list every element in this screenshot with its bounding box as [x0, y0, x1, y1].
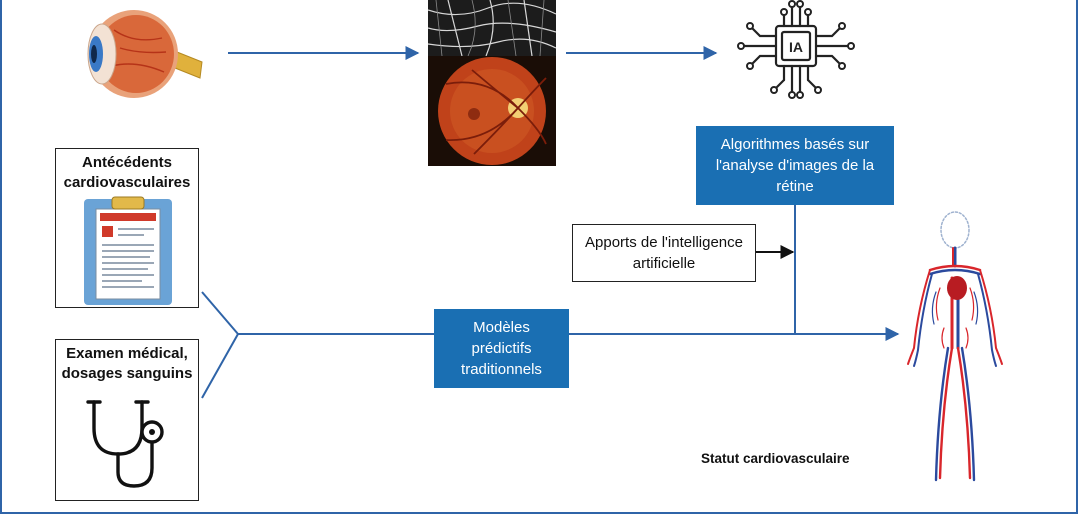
ai-contribution-label: Apports de l'intelligence artificielle [585, 234, 743, 272]
ai-contribution-box: Apports de l'intelligence artificielle [572, 224, 756, 282]
input-medical-exam-label: Examen médical, dosages sanguins [61, 345, 193, 382]
input-medical-exam: Examen médical, dosages sanguins [55, 339, 199, 501]
input-cardio-history-label: Antécédents cardiovasculaires [63, 154, 191, 191]
input-cardio-history: Antécédents cardiovasculaires [55, 148, 199, 308]
eye-anatomy-icon [87, 10, 203, 98]
line-history-to-junction [201, 291, 239, 335]
output-status-label: Statut cardiovasculaire [701, 451, 850, 466]
ai-chip-icon: IA [737, 0, 855, 99]
retinal-fundus-image [428, 56, 556, 166]
retina-algorithms-box: Algorithmes basés sur l'analyse d'images… [696, 126, 894, 205]
traditional-models-box: Modèles prédictifs traditionnels [434, 309, 569, 388]
ai-chip-label: IA [789, 39, 803, 55]
stethoscope-icon [86, 400, 164, 488]
traditional-models-label: Modèles prédictifs traditionnels [461, 319, 542, 378]
line-exam-to-junction [201, 333, 239, 399]
circulatory-system-figure [907, 211, 1003, 482]
retina-algorithms-label: Algorithmes basés sur l'analyse d'images… [715, 136, 875, 195]
clipboard-icon [84, 196, 172, 305]
oct-angiography-image [428, 0, 556, 56]
